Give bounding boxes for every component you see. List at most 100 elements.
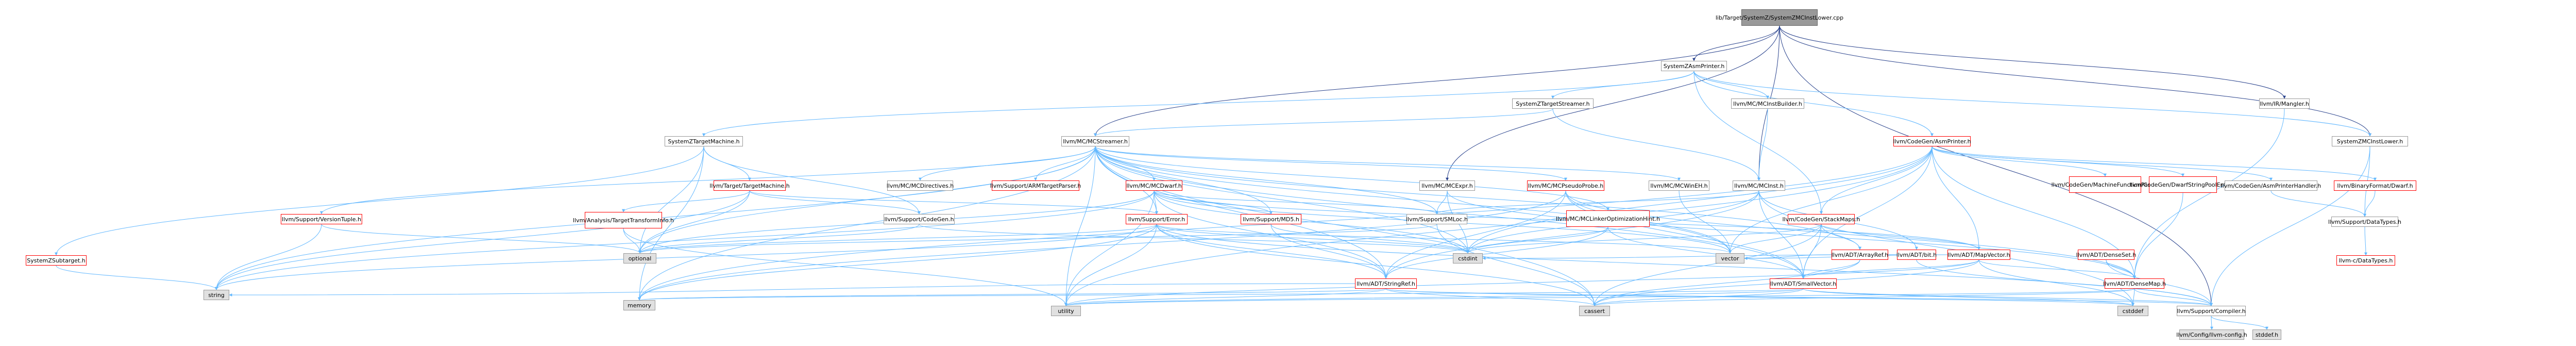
node-std-memory: memory	[623, 300, 655, 310]
node-adt-map-vector[interactable]: llvm/ADT/MapVector.h	[1947, 250, 2010, 260]
node-adt-string-ref[interactable]: llvm/ADT/StringRef.h	[1355, 278, 1417, 289]
edge-analysis_target_transform-to-std_optional	[623, 228, 641, 254]
edge-mc_streamer-to-adt_string_ref	[1095, 146, 1387, 279]
edge-root-to-mc_streamer	[1094, 25, 1780, 137]
node-codegen-machine-function-pass[interactable]: llvm/CodeGen/MachineFunctionPass.h	[2052, 176, 2159, 193]
node-analysis-target-transform-info[interactable]: llvm/Analysis/TargetTransformInfo.h	[573, 212, 674, 228]
node-ir-mangler[interactable]: llvm/IR/Mangler.h	[2259, 98, 2310, 109]
node-support-error[interactable]: llvm/Support/Error.h	[1126, 214, 1188, 224]
node-support-compiler[interactable]: llvm/Support/Compiler.h	[2177, 306, 2246, 316]
node-systemz-target-machine[interactable]: SystemZTargetMachine.h	[665, 136, 743, 146]
edge-binary_format_dwarf-to-support_data_types	[2363, 190, 2376, 217]
edge-mc_dwarf-to-adt_string_ref	[1154, 190, 1387, 279]
edge-adt_dense_set-to-adt_dense_map	[2106, 259, 2136, 279]
edge-support_error-to-std_memory	[638, 224, 1157, 301]
node-support-codegen[interactable]: llvm/Support/CodeGen.h	[884, 214, 955, 224]
edge-mc_streamer-to-mc_win_eh	[1095, 146, 1681, 181]
edge-support_md5-to-std_cstdint	[1270, 224, 1469, 254]
edge-mc_streamer-to-mc_dwarf	[1095, 146, 1156, 181]
edge-mc_streamer-to-adt_small_vector	[1095, 146, 1805, 279]
node-systemz-asm-printer[interactable]: SystemZAsmPrinter.h	[1661, 61, 1727, 71]
node-std-cstdint: cstdint	[1453, 253, 1483, 263]
edge-root-to-mc_inst_lower	[1779, 25, 2371, 137]
edge-support_error-to-std_vector	[1156, 224, 1732, 254]
edge-codegen_stack_maps-to-adt_array_ref	[1821, 224, 1861, 250]
node-systemz-subtarget[interactable]: SystemZSubtarget.h	[26, 255, 87, 266]
node-systemz-mc-inst-lower[interactable]: SystemZMCInstLower.h	[2332, 136, 2408, 146]
node-std-optional: optional	[623, 253, 656, 263]
edge-mc_streamer-to-mc_linker_opt_hint	[1095, 146, 1609, 211]
node-llvm-c-data-types[interactable]: llvm-c/DataTypes.h	[2336, 255, 2395, 266]
edge-target_machine-to-support_codegen	[703, 146, 921, 215]
edge-mc_pseudo_probe-to-adt_string_ref	[1384, 190, 1566, 279]
edge-root-to-asm_printer	[1692, 25, 1780, 61]
node-support-md5[interactable]: llvm/Support/MD5.h	[1241, 214, 1301, 224]
node-adt-array-ref[interactable]: llvm/ADT/ArrayRef.h	[1832, 250, 1888, 260]
node-mc-directives[interactable]: llvm/MC/MCDirectives.h	[887, 180, 954, 191]
node-adt-dense-map[interactable]: llvm/ADT/DenseMap.h	[2103, 278, 2166, 289]
edge-mc_streamer-to-support_arm_target_parser	[1034, 146, 1096, 181]
edge-codegen_stack_maps-to-adt_small_vector	[1802, 224, 1822, 279]
node-adt-dense-set[interactable]: llvm/ADT/DenseSet.h	[2076, 250, 2136, 260]
edge-target_machine-to-subtarget	[55, 146, 704, 256]
edge-analysis_target_transform-to-std_utility	[623, 228, 1067, 306]
edge-support_codegen-to-std_cstdint	[919, 224, 1469, 254]
edge-adt_dense_map-to-std_cassert	[1593, 288, 2135, 306]
node-support-data-types[interactable]: llvm/Support/DataTypes.h	[2328, 217, 2401, 227]
node-codegen-stack-maps[interactable]: llvm/CodeGen/StackMaps.h	[1782, 214, 1860, 224]
edge-ir_mangler-to-adt_dense_map	[2133, 108, 2285, 279]
edge-codegen_asm_printer_handler-to-support_data_types	[2270, 190, 2366, 217]
edge-mc_inst-to-adt_string_ref	[1384, 190, 1759, 279]
node-adt-small-vector[interactable]: llvm/ADT/SmallVector.h	[1770, 278, 1837, 289]
edge-target_streamer-to-mc_streamer	[1094, 108, 1553, 137]
edge-codegen_asm_printer-to-std_cstdint	[1466, 146, 1933, 254]
node-std-utility: utility	[1051, 306, 1081, 316]
edge-adt_array_ref-to-adt_small_vector	[1802, 259, 1860, 279]
edge-support_error-to-support_compiler	[1156, 224, 2213, 306]
edge-support_error-to-adt_string_ref	[1156, 224, 1387, 279]
node-mc-dwarf[interactable]: llvm/MC/MCDwarf.h	[1126, 180, 1182, 191]
edge-adt_dense_map-to-std_cstddef	[2131, 288, 2135, 306]
edge-target_target_machine-to-std_string	[215, 190, 750, 290]
node-mc-expr[interactable]: llvm/MC/MCExpr.h	[1419, 180, 1475, 191]
node-mc-inst[interactable]: llvm/MC/MCInst.h	[1733, 180, 1785, 191]
node-codegen-asm-printer-handler[interactable]: llvm/CodeGen/AsmPrinterHandler.h	[2221, 180, 2321, 191]
node-config-llvm-config[interactable]: llvm/Config/llvm-config.h	[2176, 329, 2247, 340]
node-support-version-tuple[interactable]: llvm/Support/VersionTuple.h	[281, 214, 362, 224]
edge-asm_printer-to-mc_inst_builder	[1693, 71, 1769, 99]
edge-codegen_stack_maps-to-adt_map_vector	[1821, 224, 1980, 250]
edge-mc_streamer-to-support_version_tuple	[320, 146, 1096, 215]
edge-adt_small_vector-to-support_compiler	[1803, 288, 2213, 306]
node-adt-bit[interactable]: llvm/ADT/bit.h	[1896, 250, 1937, 260]
edge-target_machine-to-std_memory	[638, 146, 704, 301]
node-codegen-dwarf-string-pool-entry[interactable]: llvm/CodeGen/DwarfStringPoolEntry.h	[2129, 176, 2236, 193]
edge-support_version_tuple-to-std_string	[215, 224, 322, 290]
node-target-target-machine[interactable]: llvm/Target/TargetMachine.h	[709, 180, 790, 191]
edge-mc_inst-to-adt_small_vector	[1758, 190, 1805, 279]
edge-root-to-mc_expr	[1446, 25, 1780, 181]
edge-codegen_asm_printer-to-std_utility	[1064, 146, 1933, 306]
node-support-smloc[interactable]: llvm/Support/SMLoc.h	[1406, 214, 1468, 224]
node-std-stddef-h: stddef.h	[2252, 329, 2281, 340]
edge-adt_map_vector-to-adt_dense_map	[1978, 259, 2136, 279]
edge-adt_string_ref-to-std_cstddef	[1385, 288, 2134, 306]
node-mc-pseudo-probe[interactable]: llvm/MC/MCPseudoProbe.h	[1527, 180, 1604, 191]
node-mc-inst-builder[interactable]: llvm/MC/MCInstBuilder.h	[1731, 98, 1804, 109]
edge-asm_printer-to-codegen_asm_printer	[1693, 71, 1934, 137]
edge-mc_linker_opt_hint-to-std_cstdint	[1466, 226, 1608, 254]
edge-adt_small_vector-to-std_utility	[1064, 288, 1804, 306]
node-codegen-asm-printer[interactable]: llvm/CodeGen/AsmPrinter.h	[1893, 136, 1971, 146]
node-mc-linker-optimization-hint[interactable]: llvm/MC/MCLinkerOptimizationHint.h	[1556, 210, 1660, 227]
edge-asm_printer-to-mc_inst_lower	[1693, 71, 2371, 137]
node-std-cassert: cassert	[1579, 306, 1610, 316]
node-systemz-target-streamer[interactable]: SystemZTargetStreamer.h	[1512, 98, 1594, 109]
node-mc-streamer[interactable]: llvm/MC/MCStreamer.h	[1061, 136, 1129, 146]
edge-codegen_stack_maps-to-std_cassert	[1593, 224, 1822, 306]
edge-mc_streamer-to-mc_pseudo_probe	[1095, 146, 1567, 181]
node-support-arm-target-parser[interactable]: llvm/Support/ARMTargetParser.h	[990, 180, 1081, 191]
node-binary-format-dwarf[interactable]: llvm/BinaryFormat/Dwarf.h	[2334, 180, 2416, 191]
edge-mc_streamer-to-std_memory	[638, 146, 1096, 301]
edge-mc_streamer-to-mc_directives	[919, 146, 1096, 181]
node-mc-win-eh[interactable]: llvm/MC/MCWinEH.h	[1649, 180, 1709, 191]
edge-support_error-to-std_utility	[1064, 224, 1157, 306]
